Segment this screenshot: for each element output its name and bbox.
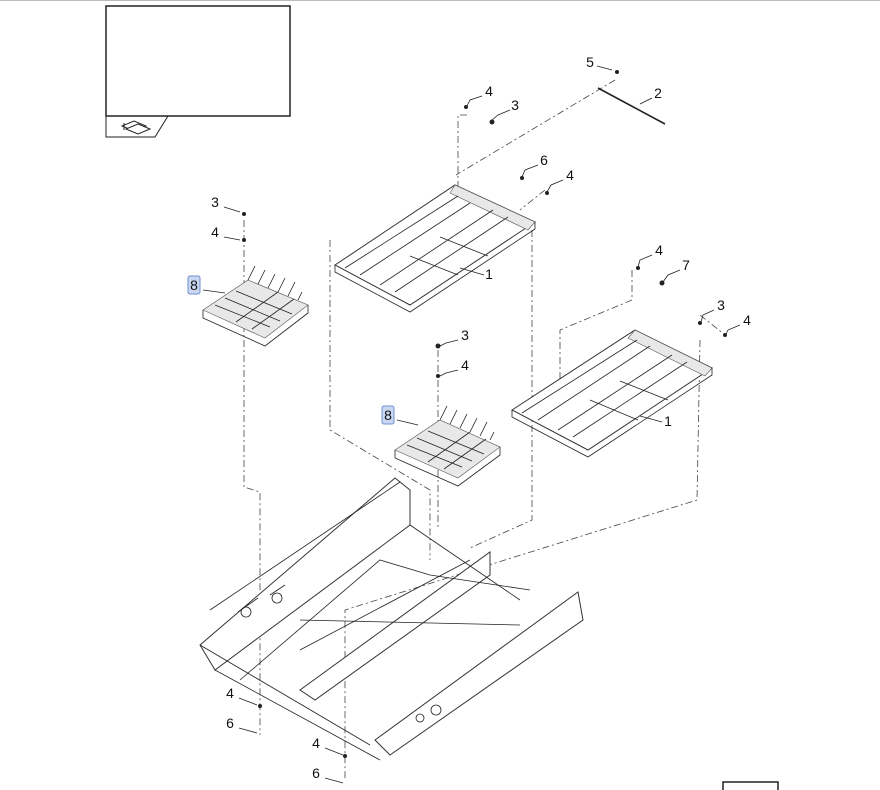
callout-labels: 5 2 4 3 6 4 1 3 4 8 4 7 3 4 3 4 8 1 4 6 4 6 (187, 54, 751, 781)
callout-label[interactable]: 4 (743, 312, 751, 328)
callout-leaders (202, 65, 741, 784)
callout-label[interactable]: 4 (211, 224, 219, 240)
callout-label[interactable]: 8 (384, 407, 392, 423)
callout-label[interactable]: 3 (717, 297, 725, 313)
callout-label[interactable]: 4 (461, 357, 469, 373)
callout-label[interactable]: 6 (226, 715, 234, 731)
callout-label[interactable]: 6 (312, 765, 320, 781)
sieve-frame-upper (334, 184, 537, 313)
callout-label[interactable]: 4 (566, 167, 574, 183)
callout-label[interactable]: 4 (226, 685, 234, 701)
callout-label[interactable]: 5 (586, 54, 594, 70)
callout-label[interactable]: 1 (664, 413, 672, 429)
base-frame (199, 477, 584, 761)
rod (597, 87, 666, 125)
callout-highlight (381, 405, 395, 425)
callout-label[interactable]: 3 (461, 327, 469, 343)
callout-label[interactable]: 6 (540, 152, 548, 168)
grate-center (394, 405, 501, 487)
callout-label[interactable]: 3 (211, 194, 219, 210)
corner-box (722, 781, 779, 790)
grate-left (202, 265, 309, 347)
callout-label[interactable]: 8 (190, 277, 198, 293)
callout-label[interactable]: 2 (654, 85, 662, 101)
callout-highlight (187, 275, 201, 295)
fasteners (242, 70, 727, 758)
callout-label[interactable]: 7 (682, 257, 690, 273)
reference-box (105, 5, 291, 138)
callout-label[interactable]: 4 (655, 242, 663, 258)
sieve-frame-right (511, 329, 714, 458)
callout-label[interactable]: 4 (312, 735, 320, 751)
book-icon (120, 120, 152, 135)
callout-label[interactable]: 3 (511, 97, 519, 113)
callout-label[interactable]: 1 (485, 266, 493, 282)
callout-label[interactable]: 4 (485, 83, 493, 99)
